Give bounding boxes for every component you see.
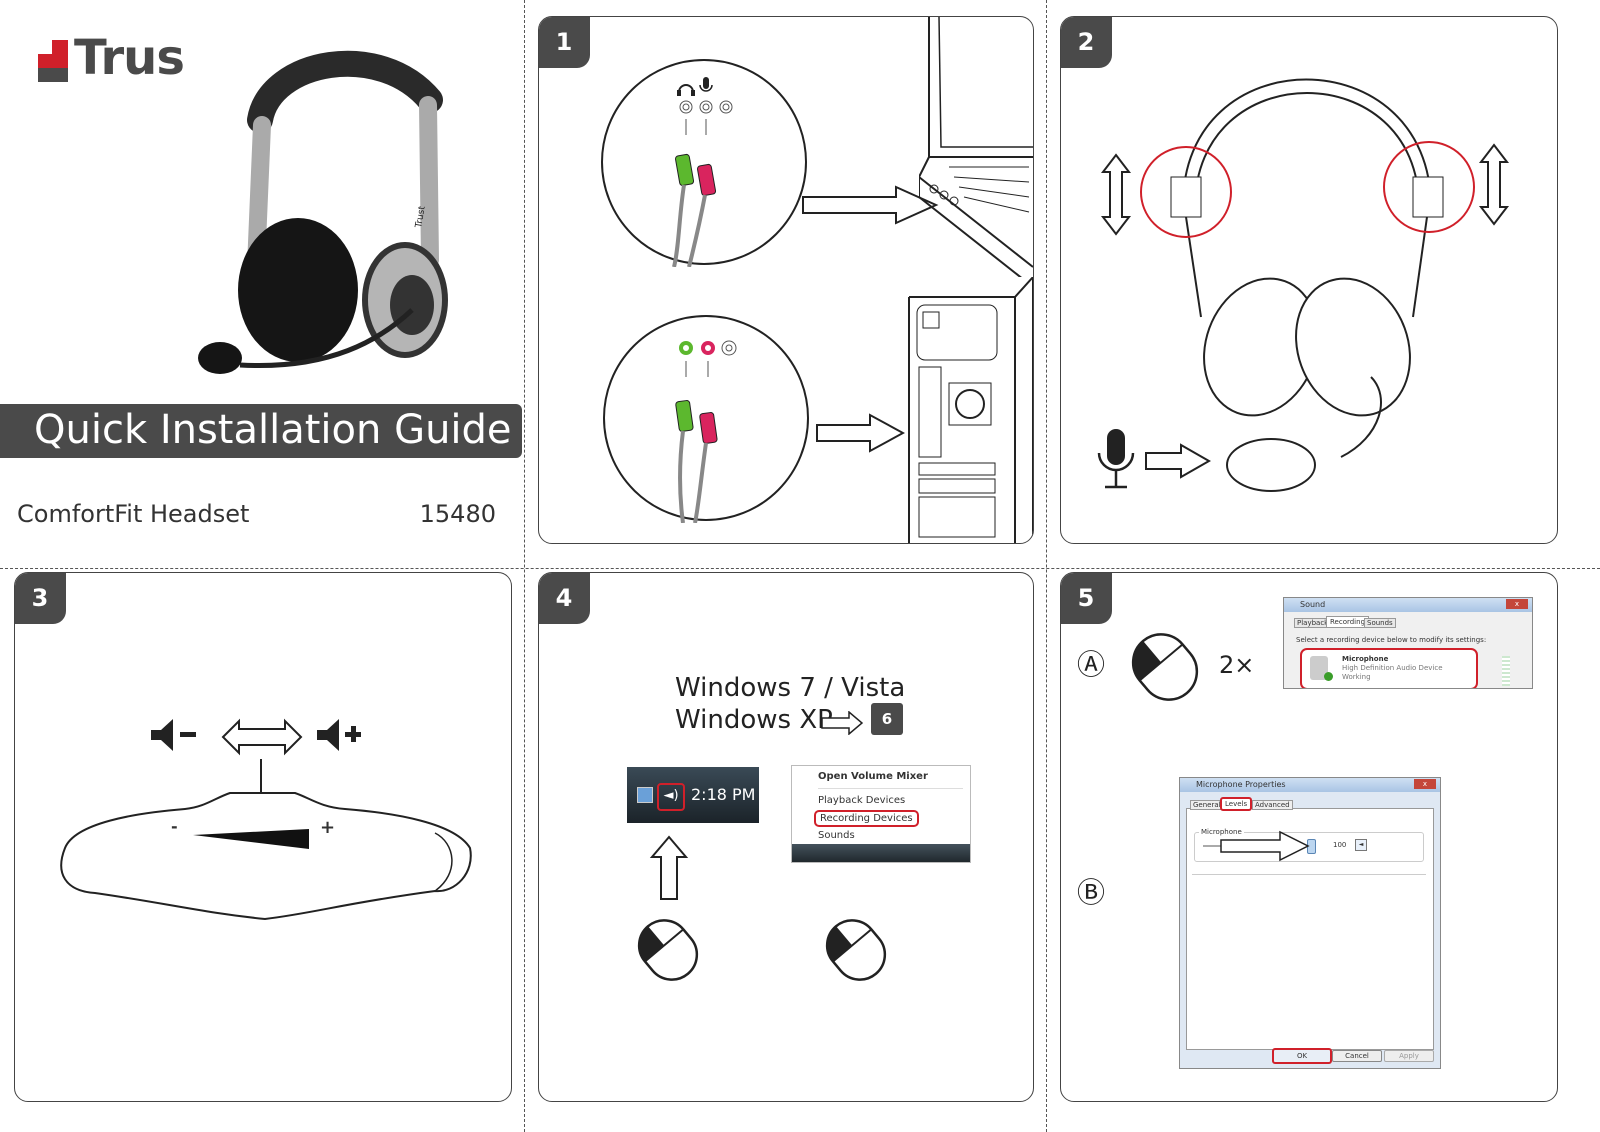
step-number: 4 <box>539 573 590 624</box>
volume-down-icon <box>151 719 196 751</box>
product-number: 15480 <box>419 500 496 528</box>
brand-logo: Trus <box>38 30 238 102</box>
menu-separator <box>818 788 963 789</box>
cover-section: Trus Trust Quick Installation Guide Comf… <box>0 0 524 568</box>
close-icon[interactable]: x <box>1414 779 1436 789</box>
arrow-right-icon <box>802 185 939 225</box>
taskbar-tray: ◄) 2:18 PM <box>627 767 759 823</box>
microphone-icon <box>1097 429 1135 489</box>
menu-item-open-volume-mixer[interactable]: Open Volume Mixer <box>818 771 928 782</box>
volume-context-menu: Open Volume Mixer Playback Devices Recor… <box>791 765 971 863</box>
step-number: 1 <box>539 17 590 68</box>
level-meter <box>1502 656 1510 686</box>
close-icon[interactable]: x <box>1506 599 1528 609</box>
mouse-left-click-icon[interactable] <box>631 915 705 985</box>
headset-photo <box>198 50 448 374</box>
cancel-button[interactable]: Cancel <box>1332 1050 1382 1062</box>
device-name: Microphone <box>1342 655 1389 663</box>
tab-advanced[interactable]: Advanced <box>1252 800 1293 810</box>
left-right-arrow-icon <box>221 718 303 756</box>
microphone-device-icon <box>1310 656 1328 680</box>
tab-levels[interactable]: Levels <box>1220 797 1253 811</box>
separator <box>1192 874 1426 875</box>
panel-step-4: 4 Windows 7 / Vista Windows XP 6 ◄) 2:18… <box>538 572 1034 1102</box>
desktop-tower-illustration <box>908 277 1033 543</box>
laptop-jack-detail <box>601 59 807 267</box>
tab-recording[interactable]: Recording <box>1326 616 1370 628</box>
arrow-right-icon <box>821 711 863 735</box>
ok-button[interactable]: OK <box>1272 1048 1332 1064</box>
desktop-jack-detail <box>603 315 809 523</box>
arrow-up-icon <box>649 835 689 900</box>
step-number: 3 <box>15 573 66 624</box>
step-number: 5 <box>1061 573 1112 624</box>
device-status: Working <box>1342 673 1371 681</box>
tray-clock: 2:18 PM <box>691 785 756 804</box>
panel-step-2: 2 <box>1060 16 1558 544</box>
mouse-left-click-icon[interactable] <box>1123 627 1207 707</box>
cut-line-vertical <box>1046 0 1047 1132</box>
trust-logo-icon <box>38 40 68 82</box>
apply-button[interactable]: Apply <box>1384 1050 1434 1062</box>
cut-line-vertical <box>524 0 525 1132</box>
marker-b: Ⓑ <box>1077 876 1106 909</box>
sound-dialog: Sound x Playback Recording Sounds Select… <box>1283 597 1533 689</box>
microphone-properties-dialog: Microphone Properties x General Levels A… <box>1179 777 1441 1069</box>
panel-step-5: 5 Ⓐ 2× Sound x Playback Recording Sounds… <box>1060 572 1558 1102</box>
device-microphone-row[interactable]: Microphone High Definition Audio Device … <box>1300 648 1478 688</box>
volume-control-illustration <box>60 718 472 921</box>
menu-taskbar-strip <box>792 844 970 862</box>
mic-dialog-title: Microphone Properties <box>1196 780 1286 789</box>
speaker-tray-icon[interactable]: ◄) <box>657 783 685 811</box>
tab-general[interactable]: General <box>1190 800 1224 810</box>
os-label-winxp: Windows XP <box>675 705 833 735</box>
title-banner: Quick Installation Guide <box>0 404 522 458</box>
headphone-icon <box>677 84 695 96</box>
sound-dialog-instruction: Select a recording device below to modif… <box>1296 636 1487 644</box>
network-icon <box>637 787 653 803</box>
headband-adjust-illustration <box>1097 78 1510 492</box>
arrow-right-icon <box>816 413 905 453</box>
cut-line-horizontal <box>0 568 1600 569</box>
mic-dialog-titlebar: Microphone Properties x <box>1180 778 1440 792</box>
brand-name: Trus <box>74 30 185 86</box>
volume-minus-label: - <box>171 817 178 836</box>
sound-dialog-title: Sound <box>1300 600 1326 609</box>
panel-step-3: 3 - + <box>14 572 512 1102</box>
marker-a: Ⓐ <box>1077 648 1106 681</box>
mouse-left-click-icon[interactable] <box>819 915 893 985</box>
up-down-arrow-icon <box>1100 143 1510 236</box>
arrow-right-icon <box>1145 443 1212 479</box>
arrow-right-icon <box>1220 830 1310 862</box>
level-value: 100 <box>1333 841 1347 849</box>
device-description: High Definition Audio Device <box>1342 664 1443 672</box>
tab-sounds[interactable]: Sounds <box>1364 618 1396 628</box>
volume-plus-label: + <box>320 817 336 838</box>
double-click-label: 2× <box>1219 651 1255 679</box>
microphone-icon <box>699 77 713 92</box>
step-number: 2 <box>1061 17 1112 68</box>
menu-item-recording-devices[interactable]: Recording Devices <box>814 810 919 827</box>
product-name: ComfortFit Headset <box>17 500 250 528</box>
microphone-level-label: Microphone <box>1199 828 1244 836</box>
panel-step-1: 1 <box>538 16 1034 544</box>
goto-step-badge: 6 <box>871 703 903 735</box>
guide-title: Quick Installation Guide <box>34 407 512 453</box>
mute-speaker-icon[interactable]: ◄ <box>1355 839 1367 851</box>
menu-item-sounds[interactable]: Sounds <box>818 830 855 841</box>
os-label-win7-vista: Windows 7 / Vista <box>675 673 906 703</box>
check-icon <box>1324 672 1333 681</box>
menu-item-playback-devices[interactable]: Playback Devices <box>818 795 906 806</box>
volume-up-icon <box>317 719 361 751</box>
laptop-illustration <box>919 17 1033 277</box>
sound-dialog-titlebar: Sound x <box>1284 598 1532 612</box>
